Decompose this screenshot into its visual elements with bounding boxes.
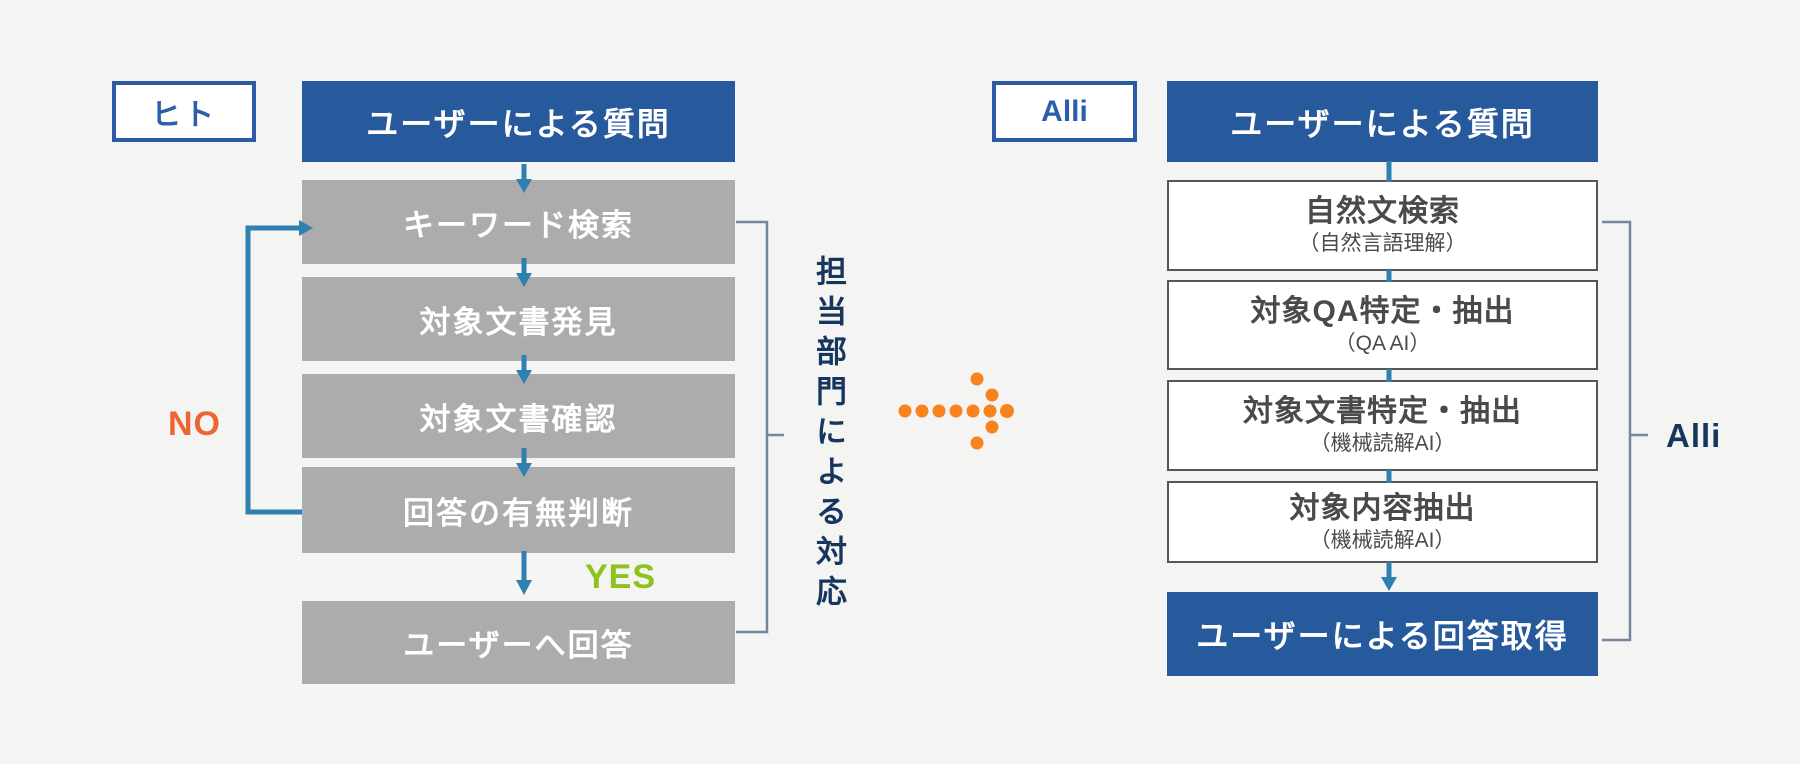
right-flow-footer: ユーザーによる回答取得 bbox=[1167, 592, 1598, 676]
right-step-document-extract: 対象文書特定・抽出 （機械読解AI） bbox=[1167, 380, 1598, 471]
left-step-find-document: 対象文書発見 bbox=[302, 277, 735, 361]
right-step-content-extract: 対象内容抽出 （機械読解AI） bbox=[1167, 481, 1598, 563]
no-branch-label: NO bbox=[168, 405, 221, 443]
alli-tag-label: Alli bbox=[1041, 94, 1088, 128]
left-bracket bbox=[736, 220, 784, 634]
right-flow-header: ユーザーによる質問 bbox=[1167, 81, 1598, 162]
left-flow-header: ユーザーによる質問 bbox=[302, 81, 735, 162]
step-title: 自然文検索 bbox=[1305, 195, 1460, 229]
left-step-keyword-search: キーワード検索 bbox=[302, 180, 735, 264]
step-subtitle: （機械読解AI） bbox=[1309, 528, 1456, 552]
alli-tag-box: Alli bbox=[992, 81, 1137, 142]
left-step-check-document: 対象文書確認 bbox=[302, 374, 735, 458]
right-step-qa-extract: 対象QA特定・抽出 （QA AI） bbox=[1167, 280, 1598, 370]
left-step-judge-answer: 回答の有無判断 bbox=[302, 467, 735, 553]
right-bracket bbox=[1602, 220, 1648, 642]
dotted-transform-arrow bbox=[898, 372, 1014, 450]
step-title: 対象QA特定・抽出 bbox=[1250, 294, 1515, 328]
human-tag-box: ヒト bbox=[112, 81, 256, 142]
right-step-natural-search: 自然文検索 （自然言語理解） bbox=[1167, 180, 1598, 271]
left-bracket-label: 担当部門による対応 bbox=[811, 255, 846, 615]
step-title: 対象文書特定・抽出 bbox=[1243, 395, 1522, 429]
left-step-answer-user: ユーザーへ回答 bbox=[302, 601, 735, 684]
step-subtitle: （QA AI） bbox=[1334, 331, 1431, 355]
step-subtitle: （機械読解AI） bbox=[1309, 432, 1456, 456]
right-bracket-label: Alli bbox=[1666, 417, 1722, 454]
human-tag-label: ヒト bbox=[151, 98, 217, 132]
step-title: 対象内容抽出 bbox=[1289, 491, 1476, 525]
yes-branch-label: YES bbox=[585, 558, 657, 596]
step-subtitle: （自然言語理解） bbox=[1298, 232, 1467, 256]
